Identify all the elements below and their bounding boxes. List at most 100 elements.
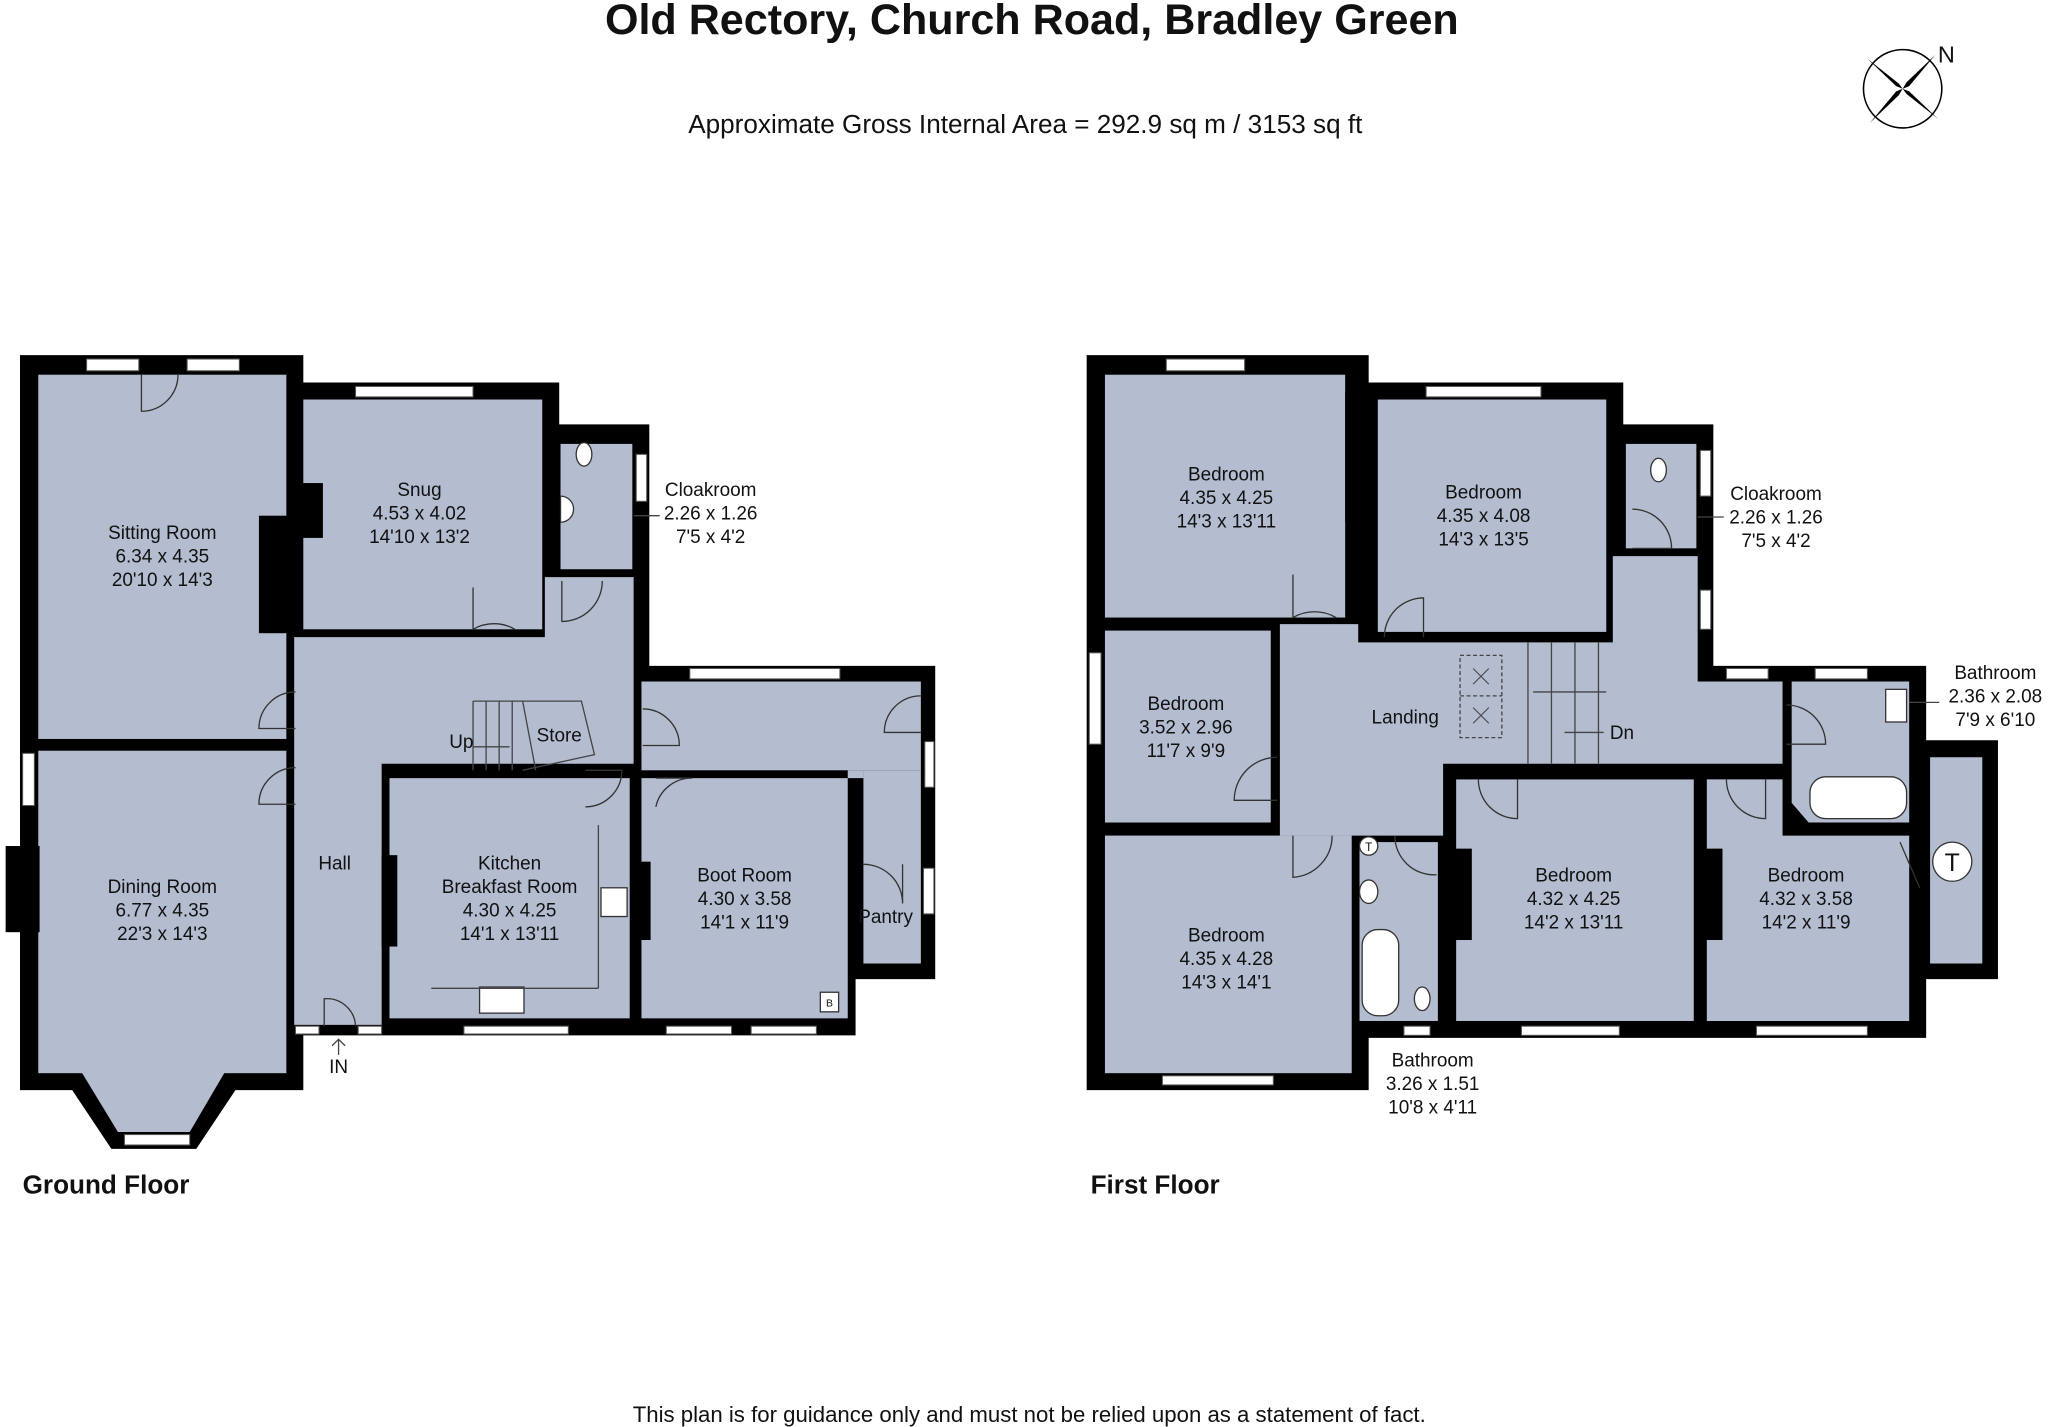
snug-chimney [290, 483, 323, 538]
ground-stairs [472, 700, 596, 771]
skylight-icon [1459, 654, 1503, 739]
room-label-bedroom-2: Bedroom 4.35 x 4.08 14'3 x 13'5 [1437, 483, 1531, 551]
room-label-dining-room: Dining Room 6.77 x 4.35 22'3 x 14'3 [108, 877, 217, 945]
room-size-imperial: 7'5 x 4'2 [1741, 531, 1810, 552]
room-name: Bedroom [1148, 694, 1225, 715]
dining-room-bay [81, 1071, 225, 1132]
kitchen-chimney [381, 855, 398, 947]
room-size-metric: 2.36 x 2.08 [1949, 686, 2043, 707]
bedroom-5 [1456, 779, 1694, 1021]
dining-chimney [5, 846, 40, 933]
kitchen-breakfast-room [389, 778, 630, 1019]
hall [294, 577, 634, 1025]
chimney [1453, 848, 1472, 941]
room-size-metric: 4.30 x 4.25 [463, 901, 557, 922]
room-size-metric: 6.34 x 4.35 [115, 547, 209, 568]
dining-room [38, 750, 287, 1074]
room-label-bedroom-6: Bedroom 4.32 x 3.58 14'2 x 11'9 [1759, 865, 1853, 933]
boiler-icon [819, 991, 840, 1013]
room-label-boot-room: Boot Room 4.30 x 3.58 14'1 x 11'9 [697, 865, 792, 933]
room-size-imperial: 14'3 x 14'1 [1181, 972, 1271, 993]
room-name: Bedroom [1535, 865, 1612, 886]
room-size-metric: 4.35 x 4.08 [1437, 506, 1531, 527]
room-size-imperial: 14'2 x 11'9 [1762, 912, 1851, 933]
compass-north-label: N [1938, 42, 1955, 68]
room-label-bedroom-1: Bedroom 4.35 x 4.25 14'3 x 13'11 [1177, 464, 1276, 532]
room-size-metric: 6.77 x 4.35 [115, 901, 209, 922]
entrance-arrow-icon [331, 1038, 346, 1055]
bathtub-icon [1809, 776, 1908, 820]
room-label-kitchen: Kitchen Breakfast Room 4.30 x 4.25 14'1 … [442, 854, 578, 946]
pantry [863, 770, 921, 964]
ground-doors [140, 374, 921, 1027]
room-label-bedroom-4: Bedroom 4.35 x 4.28 14'3 x 14'1 [1180, 925, 1274, 993]
disclaimer: This plan is for guidance only and must … [633, 1402, 1426, 1427]
room-name: Bedroom [1445, 483, 1522, 504]
room-label-sitting-room: Sitting Room 6.34 x 4.35 20'10 x 14'3 [108, 523, 216, 591]
room-size-imperial: 20'10 x 14'3 [112, 570, 213, 591]
room-label-snug: Snug 4.53 x 4.02 14'10 x 13'2 [369, 480, 470, 548]
compass-rose-icon [1862, 48, 1943, 129]
room-size-metric: 2.26 x 1.26 [664, 504, 758, 525]
basin-icon [1885, 688, 1908, 723]
first-doors [1233, 508, 1921, 889]
room-name: Bedroom [1768, 865, 1845, 886]
room-name: Sitting Room [108, 523, 216, 544]
wc-icon [575, 441, 593, 467]
room-label-hall: Hall [318, 854, 351, 875]
room-label-landing: Landing [1372, 707, 1439, 728]
gross-area: Approximate Gross Internal Area = 292.9 … [688, 109, 1363, 139]
room-size-imperial: 7'9 x 6'10 [1955, 710, 2035, 731]
landing [1279, 556, 1783, 836]
room-name: Boot Room [697, 865, 792, 886]
first-floor-plan: T T Bedroom 4.35 x 4.25 14'3 x 13'11 Bed… [1086, 355, 2043, 1119]
room-size-metric: 4.32 x 4.25 [1527, 889, 1621, 910]
room-name: Bathroom [1954, 663, 2036, 684]
wc-icon [1413, 986, 1431, 1012]
sitting-room [38, 374, 287, 739]
room-size-imperial: 14'3 x 13'5 [1438, 530, 1528, 551]
bedroom-4 [1104, 835, 1352, 1074]
page-title: Old Rectory, Church Road, Bradley Green [605, 0, 1459, 44]
room-label-bathroom-first: Bathroom 3.26 x 1.51 10'8 x 4'11 [1386, 1051, 1480, 1119]
hob-icon [600, 887, 628, 918]
chimney [1704, 848, 1723, 941]
room-size-imperial: 14'10 x 13'2 [369, 527, 470, 548]
store-label: Store [537, 726, 582, 747]
room-name-2: Breakfast Room [442, 877, 578, 898]
small-tank-label: T [1365, 841, 1372, 854]
snug [303, 399, 543, 630]
utility-connector [847, 770, 864, 779]
bedroom-6 [1706, 779, 1910, 1021]
room-name: Cloakroom [1730, 484, 1822, 505]
room-size-imperial: 7'5 x 4'2 [676, 527, 745, 548]
first-floor-label: First Floor [1091, 1169, 1220, 1199]
first-stairs [1527, 642, 1607, 764]
room-size-imperial: 14'1 x 13'11 [460, 924, 559, 945]
room-name: Bathroom [1392, 1051, 1474, 1072]
tank-label: T [1945, 850, 1960, 877]
entrance-label: IN [329, 1057, 348, 1078]
room-size-metric: 3.52 x 2.96 [1139, 718, 1233, 739]
room-size-metric: 4.32 x 3.58 [1759, 889, 1853, 910]
bathtub-icon [1361, 928, 1400, 1017]
boot-room-chimney [633, 861, 651, 941]
room-size-metric: 3.26 x 1.51 [1386, 1074, 1480, 1095]
room-label-pantry: Pantry [858, 907, 913, 928]
room-size-metric: 4.30 x 3.58 [698, 889, 792, 910]
room-name: Bedroom [1188, 925, 1265, 946]
water-tank-icon [1358, 836, 1379, 856]
ground-windows [22, 358, 935, 1146]
basin-icon [1358, 879, 1379, 905]
room-size-imperial: 14'3 x 13'11 [1177, 511, 1276, 532]
room-name: Dining Room [108, 877, 217, 898]
first-windows [1088, 358, 1868, 1086]
boot-room [641, 778, 848, 1019]
room-label-cloakroom: Cloakroom 2.26 x 1.26 7'5 x 4'2 [633, 480, 758, 548]
room-name: Cloakroom [665, 480, 757, 501]
basin-icon [559, 495, 575, 523]
sitting-chimney [258, 515, 296, 634]
room-size-metric: 4.35 x 4.25 [1180, 488, 1274, 509]
room-size-imperial: 14'2 x 13'11 [1524, 912, 1623, 933]
